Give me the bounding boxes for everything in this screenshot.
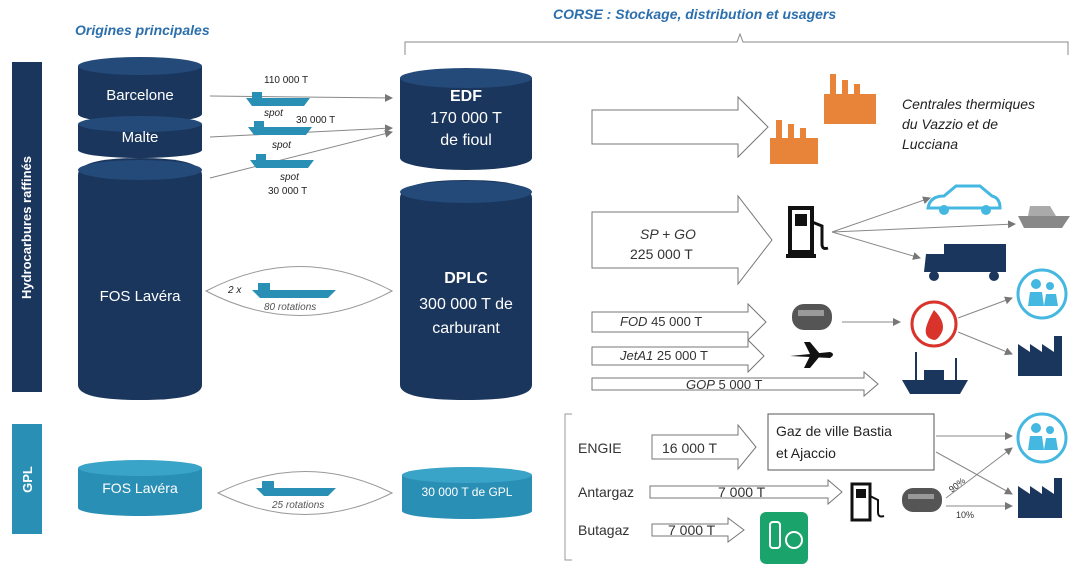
butagaz-qty: 7 000 T [668, 522, 716, 538]
arrow-engie [651, 423, 757, 471]
arrow-barcelone [209, 93, 393, 102]
edf-name: EDF [450, 88, 482, 105]
centrales-line2: du Vazzio et de [902, 116, 998, 132]
engie-qty: 16 000 T [662, 440, 718, 456]
origin-tank-stack [78, 57, 202, 400]
gaz-ville-line2: et Ajaccio [776, 445, 836, 461]
third-qty: 30 000 T [268, 186, 308, 197]
jet-qty: 25 000 T [656, 348, 708, 363]
antargaz-qty: 7 000 T [718, 484, 766, 500]
spgo-qty: 225 000 T [630, 246, 693, 262]
fod-row: FOD 45 000 T [620, 314, 702, 329]
tank-icon [902, 488, 942, 512]
gas-bottle-icon [760, 512, 808, 564]
car-icon [926, 184, 1002, 215]
arrow-flame-family [957, 296, 1013, 319]
butagaz-label: Butagaz [578, 522, 630, 538]
dplc-name: DPLC [444, 270, 488, 287]
dplc-qty: 300 000 T de [419, 296, 513, 313]
ship-icon [256, 481, 336, 496]
dplc-tank [400, 180, 532, 400]
engie-label: ENGIE [578, 440, 622, 456]
boat-icon [1018, 206, 1070, 228]
spgo-label: SP + GO [640, 226, 696, 242]
gop-qty: 5 000 T [718, 377, 763, 392]
arrow-fod [591, 302, 767, 342]
arrow-edf-out [591, 95, 769, 159]
ship-icon [252, 283, 336, 298]
gpl-rotations: 25 rotations [272, 500, 325, 511]
centrales-line3: Lucciana [902, 136, 959, 152]
trawler-icon [902, 352, 968, 394]
pct-10: 10% [956, 510, 975, 520]
arrow-gaz-industry [935, 451, 1013, 495]
gop-label: GOP [686, 377, 715, 392]
industry-icon [1018, 336, 1062, 376]
gpl-bracket [564, 413, 572, 561]
centrales-label: Centrales thermiques du Vazzio et de Luc… [902, 94, 1035, 154]
gpl-lens-flow [216, 471, 394, 515]
family-icon [1016, 268, 1068, 320]
arrow-jet [591, 338, 765, 374]
centrales-line1: Centrales thermiques [902, 96, 1036, 112]
spot-label-2: spot [272, 140, 291, 151]
spot-label-3: spot [280, 172, 299, 183]
arrow-antargaz [649, 478, 843, 506]
gpl-fos-label: FOS Lavéra [102, 480, 178, 496]
arrow-to-car [831, 196, 931, 233]
corse-header: CORSE : Stockage, distribution et usager… [553, 6, 837, 22]
origin-fos: FOS Lavéra [99, 288, 181, 305]
edf-qty: 170 000 T [430, 110, 502, 127]
arrow-to-truck [831, 231, 921, 260]
gop-row: GOP 5 000 T [686, 377, 762, 392]
antargaz-label: Antargaz [578, 484, 635, 500]
malte-qty: 30 000 T [296, 115, 336, 126]
arrow-spgo [591, 194, 773, 286]
fos-rotations: 80 rotations [264, 302, 317, 313]
tank-icon [792, 304, 832, 330]
fod-qty: 45 000 T [651, 314, 703, 329]
fuel-pump-icon [786, 206, 829, 258]
arrow-gop [591, 370, 879, 398]
truck-icon [924, 244, 1006, 281]
arrow-butagaz [651, 517, 745, 543]
origins-header: Origines principales [75, 22, 210, 38]
arrow-flame-industry [957, 331, 1013, 356]
gpl-storage-label: 30 000 T de GPL [421, 485, 513, 499]
edf-product: de fioul [440, 132, 492, 149]
dplc-product: carburant [432, 320, 500, 337]
barcelone-qty: 110 000 T [264, 75, 309, 86]
arrow-to-boat [831, 220, 1016, 233]
origin-barcelone: Barcelone [106, 87, 174, 104]
side-label-gpl: GPL [12, 424, 42, 534]
fos-count: 2 x [228, 285, 242, 296]
arrow-90 [945, 447, 1013, 499]
fod-label: FOD [620, 314, 648, 329]
flame-icon [910, 300, 958, 348]
fos-lens-flow [204, 266, 394, 316]
edf-tank [400, 68, 532, 170]
factory-icon [770, 74, 876, 164]
arrow-spot [209, 129, 393, 179]
industry-icon [1018, 478, 1062, 518]
side-label-hydrocarbures: Hydrocarbures raffinés [12, 62, 42, 392]
gaz-ville-line1: Gaz de ville Bastia [776, 423, 892, 439]
jet-label: JetA1 [620, 348, 654, 363]
gpl-storage-tank [402, 467, 532, 519]
plane-icon [790, 342, 833, 368]
header-bracket [404, 32, 1069, 55]
origin-malte: Malte [121, 129, 159, 146]
gpl-fos-tank [78, 460, 202, 516]
spot-label-1: spot [264, 108, 283, 119]
fuel-pump-icon [850, 482, 885, 522]
jet-row: JetA1 25 000 T [620, 348, 708, 363]
gaz-ville-label: Gaz de ville Bastia et Ajaccio [776, 420, 892, 464]
ship-icon [246, 92, 314, 168]
gaz-ville-box [767, 413, 935, 471]
family-icon [1016, 412, 1068, 464]
